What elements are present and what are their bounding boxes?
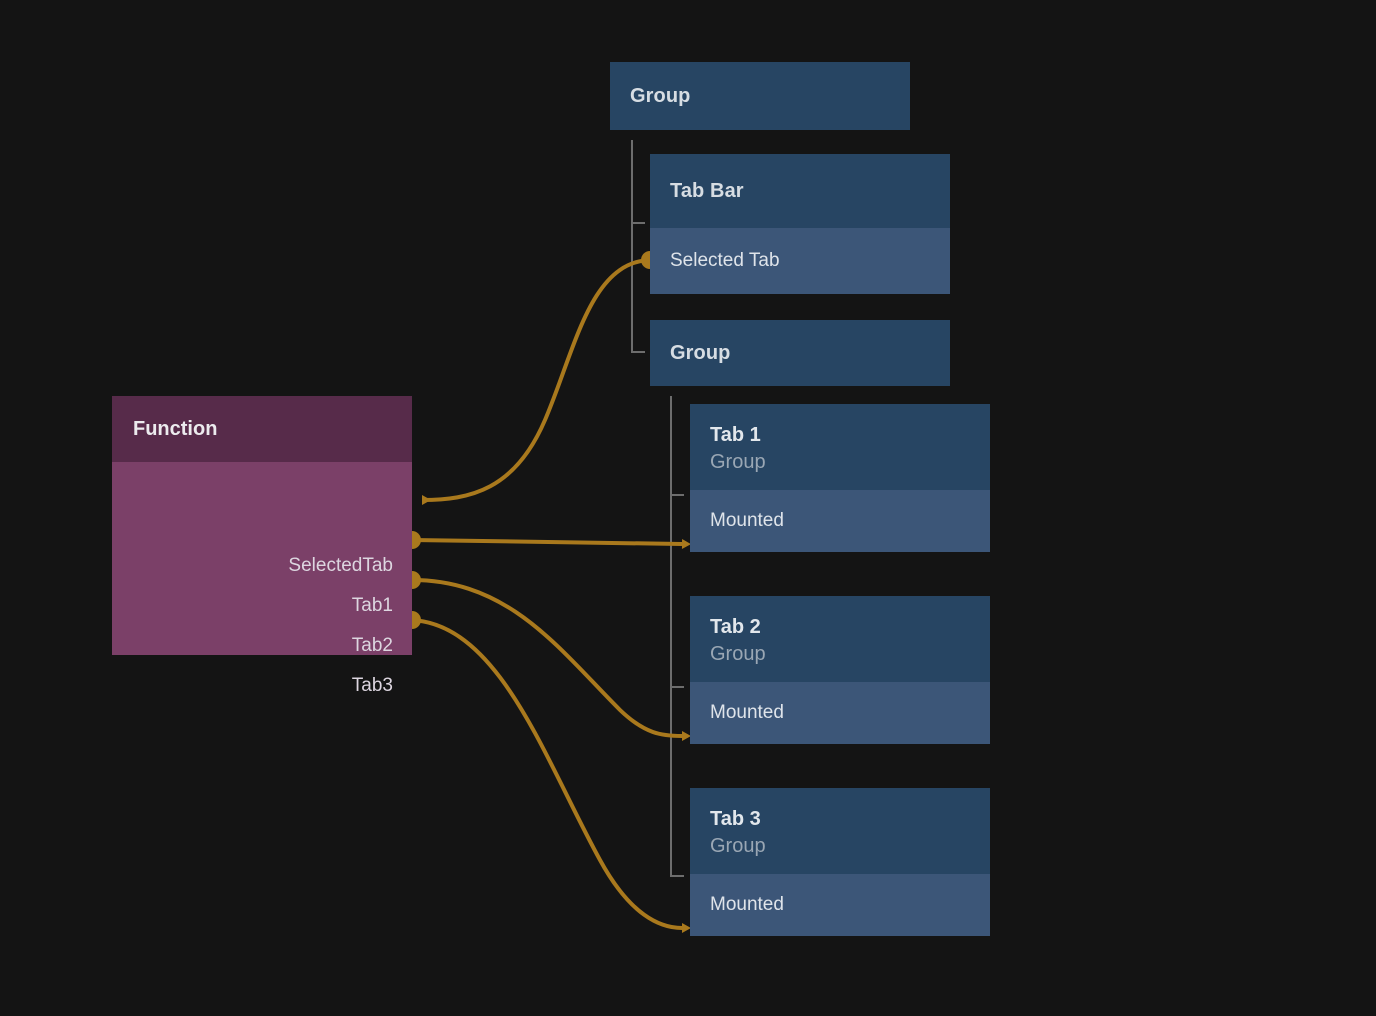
- node-tab-1-mounted-label: Mounted: [710, 510, 784, 531]
- node-tab-2-mounted-row[interactable]: Mounted: [690, 682, 990, 744]
- tree-guide-vertical-tabs: [670, 396, 672, 877]
- node-tab-3[interactable]: Tab 3 Group Mounted: [690, 788, 990, 936]
- node-tab-bar[interactable]: Tab Bar: [650, 154, 950, 228]
- node-tab-2-mounted-label: Mounted: [710, 702, 784, 723]
- node-tab-3-title: Tab 3: [710, 808, 761, 830]
- port-label-tab2[interactable]: Tab2: [352, 635, 393, 657]
- wire-tab3: [411, 618, 691, 933]
- node-root-group[interactable]: Group: [610, 62, 910, 130]
- port-text-selectedtab: SelectedTab: [288, 555, 393, 576]
- node-tabs-group[interactable]: Group: [650, 320, 950, 386]
- node-tab-bar-selected-row[interactable]: Selected Tab: [650, 228, 950, 294]
- tree-guide-stub-tabbar: [631, 222, 645, 224]
- port-label-tab1[interactable]: Tab1: [352, 595, 393, 617]
- node-tab-3-mounted-row[interactable]: Mounted: [690, 874, 990, 936]
- tree-guide-stub-tab1: [670, 494, 684, 496]
- tree-guide-stub-tab2: [670, 686, 684, 688]
- port-label-selectedtab[interactable]: SelectedTab: [288, 555, 393, 577]
- port-text-tab2: Tab2: [351, 635, 393, 656]
- node-tab-2-header: Tab 2 Group: [690, 596, 990, 682]
- node-tab-1-header: Tab 1 Group: [690, 404, 990, 490]
- node-tabs-group-label: Group: [670, 341, 731, 364]
- wire-tab1: [411, 538, 691, 549]
- port-text-tab3: Tab3: [351, 675, 393, 696]
- node-tab-1-title: Tab 1: [710, 424, 761, 446]
- node-tab-3-subtitle: Group: [710, 835, 766, 857]
- node-tab-1-mounted-row[interactable]: Mounted: [690, 490, 990, 552]
- node-tab-3-header: Tab 3 Group: [690, 788, 990, 874]
- port-text-tab1: Tab1: [351, 595, 393, 616]
- node-tab-1-subtitle: Group: [710, 451, 766, 473]
- node-tab-1[interactable]: Tab 1 Group Mounted: [690, 404, 990, 552]
- tree-guide-stub-group: [631, 351, 645, 353]
- port-label-tab3[interactable]: Tab3: [352, 675, 393, 697]
- node-function[interactable]: Function SelectedTab Tab1 Tab2 Tab3: [112, 396, 412, 696]
- node-tab-2-subtitle: Group: [710, 643, 766, 665]
- tree-guide-stub-tab3: [670, 875, 684, 877]
- node-tab-bar-selected-label: Selected Tab: [670, 250, 780, 271]
- node-function-body: SelectedTab Tab1 Tab2 Tab3: [112, 462, 412, 696]
- node-tab-3-mounted-label: Mounted: [710, 894, 784, 915]
- node-tab-2[interactable]: Tab 2 Group Mounted: [690, 596, 990, 744]
- tree-guide-vertical-root: [631, 140, 633, 353]
- node-tab-bar-label: Tab Bar: [670, 179, 744, 202]
- node-function-title: Function: [133, 417, 218, 440]
- node-root-group-label: Group: [630, 84, 691, 107]
- node-function-header: Function: [112, 396, 412, 462]
- wire-tab2: [411, 578, 691, 741]
- wire-selectedtab: [421, 258, 651, 505]
- node-tab-2-title: Tab 2: [710, 616, 761, 638]
